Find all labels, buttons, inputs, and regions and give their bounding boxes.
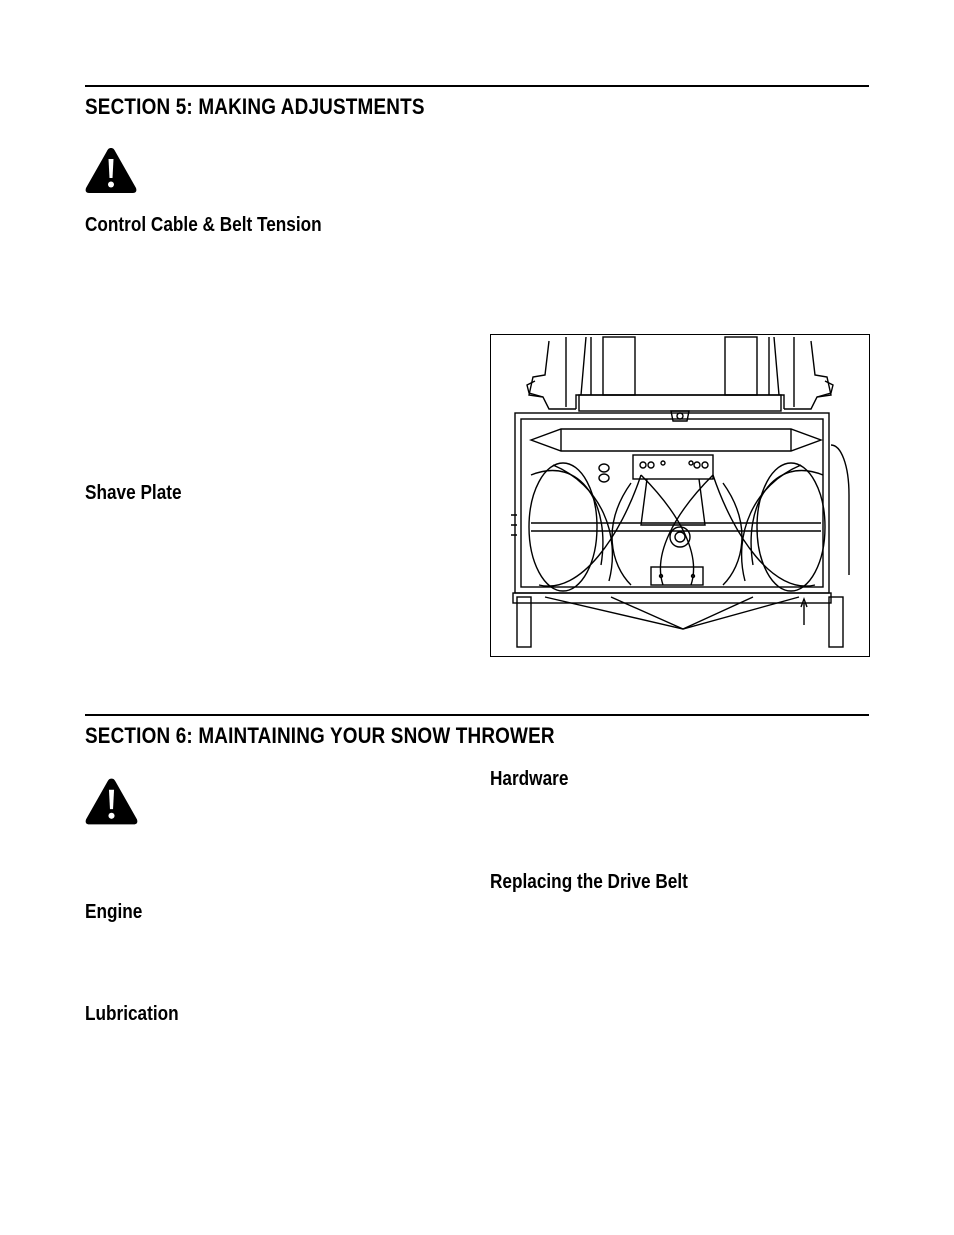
warning-triangle-icon: [85, 778, 138, 825]
auger-housing-figure: [490, 334, 870, 657]
section-6-rule: [85, 714, 869, 716]
shave-plate-heading: Shave Plate: [85, 482, 182, 504]
section-6-title: SECTION 6: MAINTAINING YOUR SNOW THROWER: [85, 723, 555, 748]
section-5-title: SECTION 5: MAKING ADJUSTMENTS: [85, 94, 425, 119]
warning-triangle-icon: [85, 148, 137, 193]
hardware-heading: Hardware: [490, 768, 569, 790]
snow-thrower-auger-housing-illustration: [511, 336, 850, 648]
drive-belt-heading: Replacing the Drive Belt: [490, 871, 688, 893]
control-cable-heading: Control Cable & Belt Tension: [85, 214, 322, 236]
lubrication-heading: Lubrication: [85, 1003, 179, 1025]
section-5-rule: [85, 85, 869, 87]
engine-heading: Engine: [85, 901, 143, 923]
